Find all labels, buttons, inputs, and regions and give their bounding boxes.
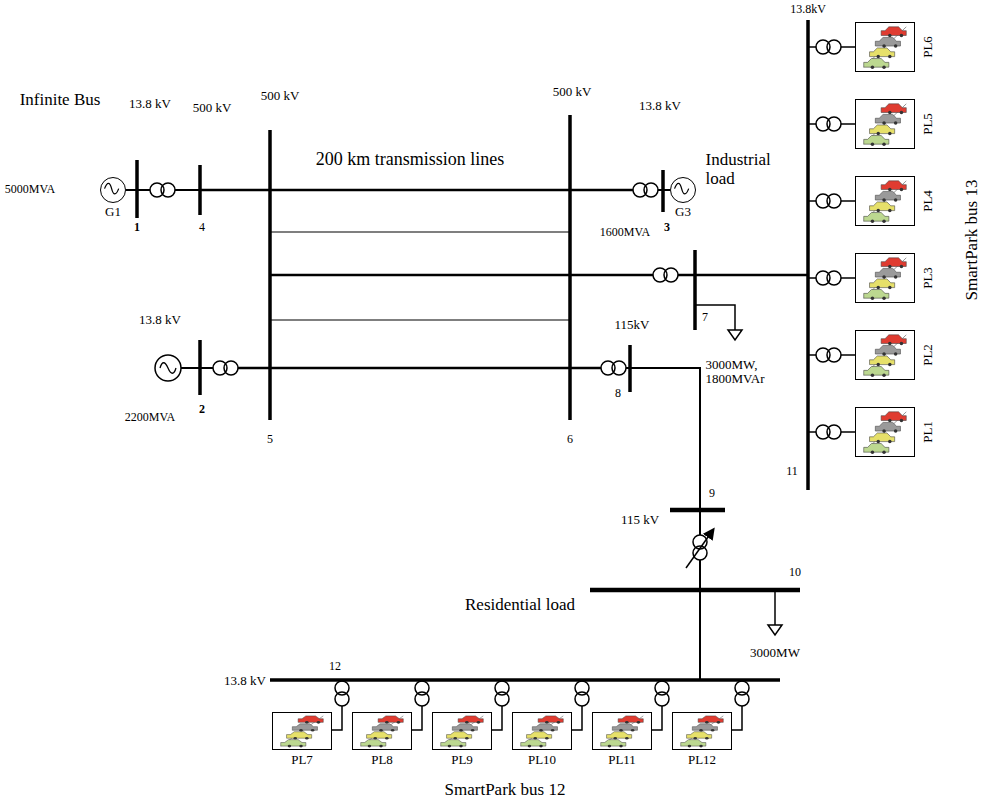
diagram-label: 3000MW (750, 646, 800, 660)
diagram-label: SmartPark bus 13 (963, 180, 982, 301)
parking-lot-label: PL7 (291, 753, 313, 767)
car-icon (856, 100, 914, 148)
generator-symbol: G3 (670, 177, 696, 203)
generator-symbol: G1 (100, 177, 126, 203)
car-icon (856, 331, 914, 379)
diagram-label: 500 kV (553, 85, 592, 99)
diagram-label: Infinite Bus (20, 91, 101, 110)
diagram-label: 4 (199, 221, 205, 234)
car-icon (856, 254, 914, 302)
generator-label: G3 (675, 205, 691, 219)
parking-lot-box: PL9 (432, 712, 492, 750)
diagram-label: 5000MVA (5, 183, 55, 196)
diagram-label: 13.8kV (790, 3, 826, 16)
diagram-label: 3000MW, 1800MVAr (706, 358, 791, 387)
parking-lot-label: PL4 (921, 190, 935, 212)
parking-lot-label: PL12 (688, 753, 716, 767)
parking-lot-label: PL6 (921, 36, 935, 58)
parking-lot-box: PL6 (855, 22, 915, 72)
diagram-label: 115kV (615, 318, 650, 332)
diagram-label: Residential load (465, 596, 575, 615)
diagram-label: 2 (199, 403, 205, 416)
diagram-label: 6 (567, 433, 573, 446)
parking-lot-box: PL1 (855, 407, 915, 457)
parking-lot-label: PL2 (921, 344, 935, 366)
parking-lot-box: PL8 (352, 712, 412, 750)
diagram-label: 2200MVA (125, 411, 175, 424)
diagram-label: 11 (786, 465, 798, 478)
parking-lot-box: PL11 (592, 712, 652, 750)
diagram-label: 1600MVA (600, 226, 650, 239)
car-icon (353, 713, 411, 749)
generator-label: G1 (105, 205, 121, 219)
diagram-label: 13.8 kV (639, 99, 681, 113)
diagram-label: 10 (789, 566, 801, 579)
parking-lot-label: PL11 (608, 753, 636, 767)
parking-lot-box: PL2 (855, 330, 915, 380)
parking-lot-box: PL3 (855, 253, 915, 303)
diagram-label: 500 kV (261, 89, 300, 103)
parking-lot-box: PL10 (512, 712, 572, 750)
car-icon (856, 177, 914, 225)
car-icon (433, 713, 491, 749)
diagram-label: 8 (615, 387, 621, 400)
diagram-label: 3 (664, 221, 670, 234)
diagram-label: 1 (134, 221, 140, 234)
sine-symbol (671, 178, 694, 201)
diagram-label: 13.8 kV (139, 313, 181, 327)
diagram-label: 7 (702, 311, 708, 324)
parking-lot-label: PL8 (371, 753, 393, 767)
diagram-label: Industrial load (706, 151, 791, 188)
car-icon (856, 23, 914, 71)
diagram-label: 500 kV (193, 101, 232, 115)
diagram-label: 13.8 kV (129, 97, 171, 111)
parking-lot-box: PL7 (272, 712, 332, 750)
car-icon (673, 713, 731, 749)
diagram-label: 5 (267, 433, 273, 446)
sine-symbol (101, 178, 124, 201)
car-icon (856, 408, 914, 456)
diagram-label: 12 (329, 660, 341, 673)
diagram-label: 115 kV (621, 513, 659, 527)
diagram-label: 200 km transmission lines (316, 150, 505, 170)
car-icon (273, 713, 331, 749)
parking-lot-label: PL1 (921, 421, 935, 443)
parking-lot-box: PL5 (855, 99, 915, 149)
car-icon (593, 713, 651, 749)
parking-lot-box: PL12 (672, 712, 732, 750)
diagram-label: 9 (709, 487, 715, 500)
parking-lot-label: PL3 (921, 267, 935, 289)
car-icon (513, 713, 571, 749)
diagram-label: SmartPark bus 12 (445, 781, 566, 800)
parking-lot-label: PL10 (528, 753, 556, 767)
parking-lot-label: PL9 (451, 753, 473, 767)
diagram-label: 13.8 kV (224, 674, 266, 688)
parking-lot-label: PL5 (921, 113, 935, 135)
parking-lot-box: PL4 (855, 176, 915, 226)
